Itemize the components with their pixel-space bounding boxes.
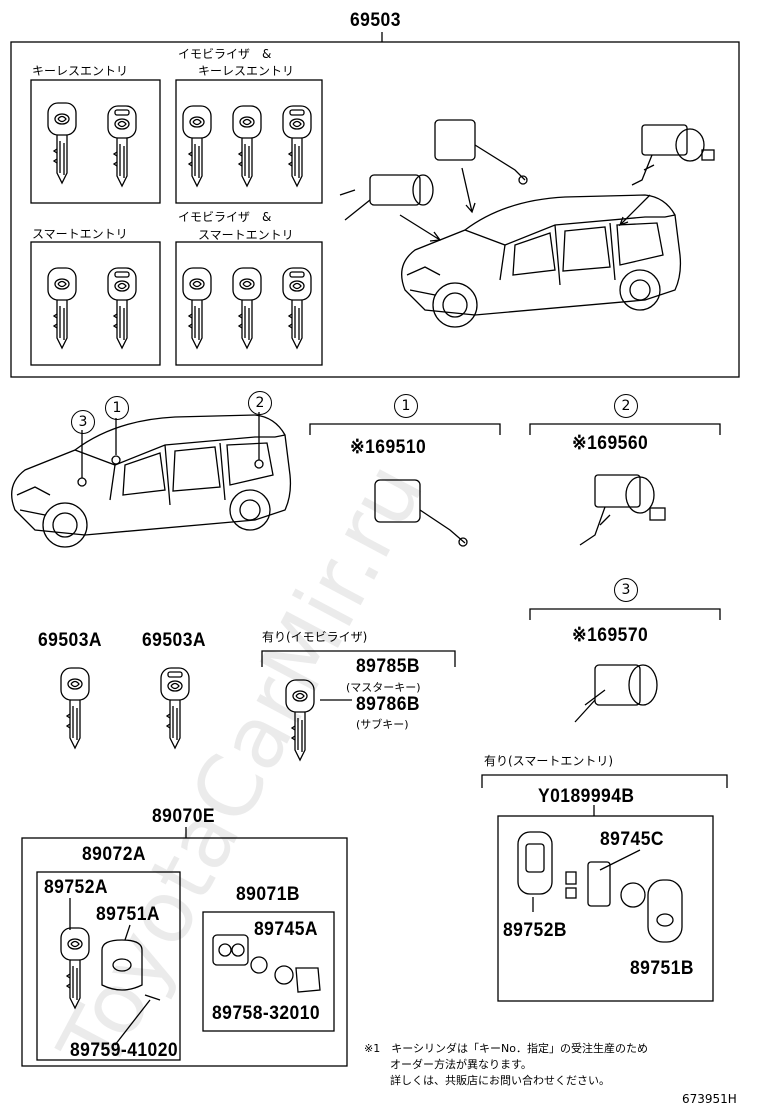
- callout-1-car: 1: [105, 396, 129, 420]
- key-plate-part-number: 89752A: [44, 877, 108, 898]
- smart-case-b-part-number: 89751B: [630, 958, 694, 979]
- group-label-immob-keyless-2: キーレスエントリ: [198, 64, 295, 78]
- immobilizer-label: 有り(イモビライザ): [262, 630, 368, 644]
- footnote-line-1: ※1 キーシリンダは「キーNo．指定」の受注生産のため: [364, 1042, 648, 1055]
- screw-part-number: 89759-41020: [70, 1040, 179, 1061]
- master-key-label: (マスターキー): [346, 681, 421, 694]
- footnote-line-3: 詳しくは、共販店にお問い合わせください。: [390, 1074, 610, 1087]
- group-label-immob-smart-2: スマートエントリ: [198, 228, 294, 242]
- diagram-id: 673951H: [682, 1092, 737, 1106]
- footnote-line-2: オーダー方法が異なります。: [390, 1058, 532, 1071]
- door-cylinder-part-number: ※169510: [350, 437, 427, 458]
- master-key-part-number: 89785B: [356, 656, 420, 677]
- sub-key-part-number: 89786B: [356, 694, 420, 715]
- smart-module-part-number: 89745C: [600, 829, 664, 850]
- module-part-number: 89745A: [254, 919, 318, 940]
- module-assy-part-number: 89071B: [236, 884, 300, 905]
- group-label-keyless: キーレスエントリ: [32, 64, 129, 78]
- key-part-number-1: 69503A: [38, 630, 102, 651]
- battery-cover-part-number: 89758-32010: [212, 1003, 321, 1024]
- transmitter-kit-part-number: 89070E: [152, 806, 216, 827]
- callout-3-car: 3: [71, 410, 95, 434]
- transmitter-sub-assy-part-number: 89072A: [82, 844, 146, 865]
- callout-2-backdoor-cylinder: 2: [614, 394, 638, 418]
- backdoor-cylinder-part-number: ※169560: [572, 433, 649, 454]
- smart-entry-label: 有り(スマートエントリ): [484, 754, 614, 768]
- ignition-cylinder-part-number: ※169570: [572, 625, 649, 646]
- sub-key-label: (サブキー): [356, 718, 409, 731]
- group-label-immob-smart-1: イモビライザ &: [178, 210, 272, 224]
- group-label-immob-keyless-1: イモビライザ &: [178, 47, 272, 61]
- smart-kit-part-number: Y0189994B: [538, 786, 635, 807]
- callout-3-ignition-cylinder: 3: [614, 578, 638, 602]
- housing-part-number: 89751A: [96, 904, 160, 925]
- callout-2-car: 2: [248, 391, 272, 415]
- assembly-part-number: 69503: [350, 10, 401, 31]
- key-part-number-2: 69503A: [142, 630, 206, 651]
- group-label-smart: スマートエントリ: [32, 227, 128, 241]
- smart-case-a-part-number: 89752B: [503, 920, 567, 941]
- callout-1-door-cylinder: 1: [394, 394, 418, 418]
